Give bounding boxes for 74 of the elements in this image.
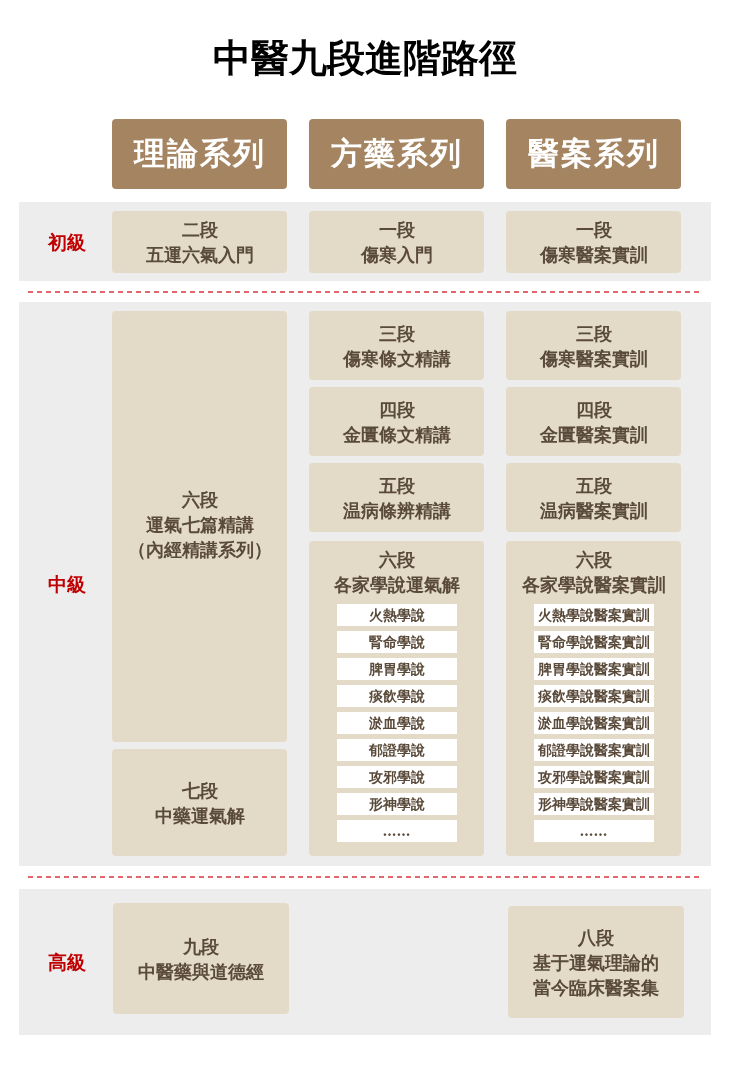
course-box <box>506 311 681 380</box>
course-title: 中醫藥與道德經 <box>138 959 264 984</box>
topic-box: 淤血學說 <box>336 712 457 734</box>
level-band <box>19 302 711 866</box>
course-box <box>309 311 484 380</box>
course-box <box>506 211 681 273</box>
level-text: 二段 <box>181 218 218 242</box>
course-box <box>506 541 681 856</box>
level-text: 八段 <box>578 925 614 950</box>
topic-box: 火熱學說醫案實訓 <box>533 604 654 626</box>
course-box <box>309 211 484 273</box>
level-text: 六段 <box>181 488 218 512</box>
level-text: 三段 <box>575 321 612 346</box>
course-box <box>508 906 684 1018</box>
level-label: 高級 <box>47 950 87 974</box>
topic-box: 火熱學說 <box>336 604 457 626</box>
course-box <box>112 749 287 856</box>
course-box <box>506 463 681 532</box>
course-title: 傷寒醫案實訓 <box>539 346 648 371</box>
course-title: 温病醫案實訓 <box>539 498 648 523</box>
topic-box: 脾胃學說 <box>336 658 457 680</box>
level-text: 七段 <box>181 778 218 803</box>
topic-box: 腎命學說醫案實訓 <box>533 631 654 653</box>
topic-box: 淤血學說醫案實訓 <box>533 712 654 734</box>
level-text: 四段 <box>378 397 415 422</box>
course-box <box>309 387 484 456</box>
level-text: 六段 <box>575 548 612 572</box>
column-header: 方藥系列 <box>309 119 484 189</box>
level-text: 三段 <box>378 321 415 346</box>
course-title: 基于運氣理論的當今臨床醫案集 <box>532 950 660 1000</box>
course-box <box>112 311 287 742</box>
course-title: 中藥運氣解 <box>154 803 245 828</box>
level-text: 一段 <box>575 218 612 242</box>
level-text: 五段 <box>378 473 415 498</box>
level-band <box>19 202 711 281</box>
level-text: 一段 <box>378 218 415 242</box>
course-title: 運氣七篇精講 <box>145 513 254 537</box>
level-text: 五段 <box>575 473 612 498</box>
course-title: 各家學說醫案實訓 <box>521 573 666 597</box>
topic-box: …… <box>533 820 654 842</box>
column-header: 醫案系列 <box>506 119 681 189</box>
level-label: 初級 <box>47 229 87 254</box>
topic-box: 痰飲學說 <box>336 685 457 707</box>
course-box <box>309 541 484 856</box>
course-box <box>112 211 287 273</box>
course-box <box>113 903 289 1014</box>
topic-box: 郁證學說醫案實訓 <box>533 739 654 761</box>
course-title: 五運六氣入門 <box>145 243 254 267</box>
course-box <box>506 387 681 456</box>
topic-box: …… <box>336 820 457 842</box>
topic-box: 郁證學說 <box>336 739 457 761</box>
course-title: （內經精講系列） <box>127 538 272 562</box>
course-title: 傷寒條文精講 <box>342 346 451 371</box>
column-header: 理論系列 <box>112 119 287 189</box>
topic-box: 形神學說醫案實訓 <box>533 793 654 815</box>
title: 中醫九段進階路徑 <box>212 34 518 82</box>
level-text: 九段 <box>183 934 219 959</box>
topic-box: 脾胃學說醫案實訓 <box>533 658 654 680</box>
course-box <box>309 463 484 532</box>
course-title: 金匱醫案實訓 <box>539 422 648 447</box>
topic-box: 形神學說 <box>336 793 457 815</box>
level-text: 四段 <box>575 397 612 422</box>
course-title: 温病條辨精講 <box>342 498 451 523</box>
course-title: 各家學說運氣解 <box>333 573 460 597</box>
topic-box: 攻邪學說 <box>336 766 457 788</box>
course-title: 金匱條文精講 <box>342 422 451 447</box>
level-label: 中級 <box>47 572 87 596</box>
level-text: 六段 <box>378 548 415 572</box>
course-title: 傷寒入門 <box>360 243 433 267</box>
level-band <box>19 889 711 1035</box>
topic-box: 攻邪學說醫案實訓 <box>533 766 654 788</box>
course-title: 傷寒醫案實訓 <box>539 243 648 267</box>
topic-box: 腎命學說 <box>336 631 457 653</box>
topic-box: 痰飲學說醫案實訓 <box>533 685 654 707</box>
